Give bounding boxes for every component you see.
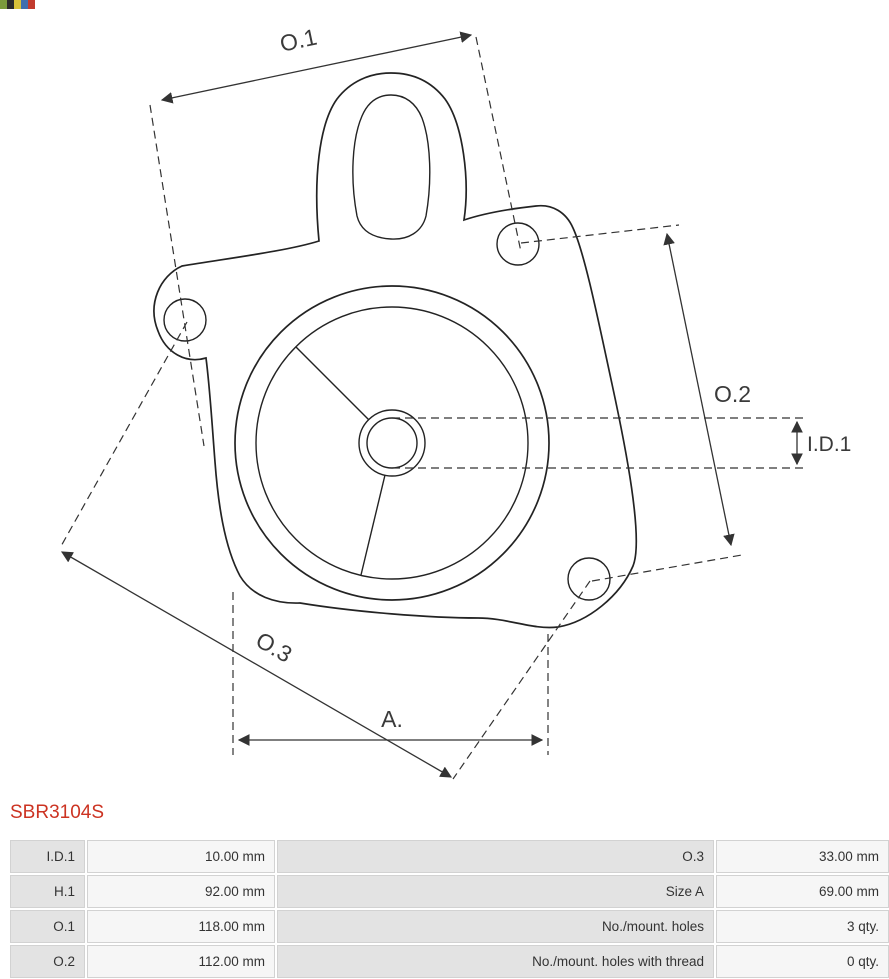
construction-lines	[59, 36, 806, 780]
spec-label: No./mount. holes with thread	[277, 945, 714, 978]
table-row: O.2 112.00 mm No./mount. holes with thre…	[10, 945, 889, 978]
dimension-o1: O.1	[160, 24, 473, 104]
mounting-hole-bottom	[567, 557, 611, 601]
dimension-o3-label: O.3	[251, 627, 296, 668]
spec-value: 33.00 mm	[716, 840, 889, 873]
table-row: I.D.1 10.00 mm O.3 33.00 mm	[10, 840, 889, 873]
spec-label: I.D.1	[10, 840, 85, 873]
spec-table: I.D.1 10.00 mm O.3 33.00 mm H.1 92.00 mm…	[8, 838, 889, 979]
central-boss	[234, 285, 550, 601]
dimension-id1-label: I.D.1	[807, 433, 851, 456]
spec-value: 3 qty.	[716, 910, 889, 943]
dimension-a: A.	[237, 706, 544, 746]
table-row: H.1 92.00 mm Size A 69.00 mm	[10, 875, 889, 908]
mounting-holes	[163, 222, 611, 601]
spec-label: Size A	[277, 875, 714, 908]
spec-value: 0 qty.	[716, 945, 889, 978]
part-number: SBR3104S	[10, 802, 105, 823]
spec-label: No./mount. holes	[277, 910, 714, 943]
technical-drawing: O.1 O.2 I.D.1 O.3 A.	[59, 24, 851, 780]
dimension-o2-label: O.2	[714, 381, 751, 407]
spec-value: 118.00 mm	[87, 910, 275, 943]
dimension-o2: O.2	[663, 232, 751, 547]
spec-label: O.1	[10, 910, 85, 943]
spec-value: 69.00 mm	[716, 875, 889, 908]
dimension-o3: O.3	[60, 551, 453, 778]
dimension-id1: I.D.1	[791, 420, 851, 466]
spec-label: O.2	[10, 945, 85, 978]
spec-value: 92.00 mm	[87, 875, 275, 908]
cover-plate-outline	[153, 72, 638, 629]
dimension-o1-label: O.1	[277, 24, 319, 57]
logo-strip	[0, 0, 35, 9]
mounting-hole-left	[163, 298, 207, 342]
dimension-a-label: A.	[381, 706, 403, 732]
spec-label: O.3	[277, 840, 714, 873]
table-row: O.1 118.00 mm No./mount. holes 3 qty.	[10, 910, 889, 943]
technical-drawing-area: O.1 O.2 I.D.1 O.3 A.	[0, 4, 889, 796]
top-loop-slot	[352, 94, 431, 240]
mounting-hole-top	[496, 222, 540, 266]
spec-value: 112.00 mm	[87, 945, 275, 978]
spec-value: 10.00 mm	[87, 840, 275, 873]
spec-label: H.1	[10, 875, 85, 908]
